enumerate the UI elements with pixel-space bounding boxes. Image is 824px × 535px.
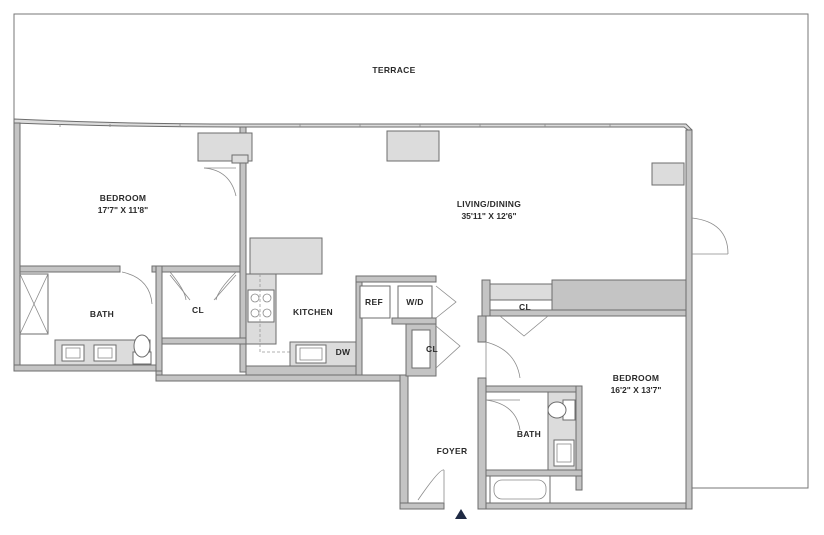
living-dining-dimensions: 35'11" X 12'6": [461, 211, 516, 221]
toilet-icon: [132, 334, 152, 365]
right-closet: [481, 279, 687, 337]
closet-mid-label: CL: [426, 344, 438, 354]
terrace-outline: [13, 13, 809, 489]
foyer-label: FOYER: [437, 446, 468, 456]
washer-dryer: [391, 285, 457, 325]
living-dining-label: LIVING/DINING: [457, 199, 521, 209]
closet-left-label: CL: [192, 305, 204, 315]
kitchen-label: KITCHEN: [293, 307, 333, 317]
stove-icon: [247, 289, 275, 323]
kitchen: [245, 237, 437, 376]
left-closet: [161, 271, 247, 345]
left-bedroom-walls: [19, 126, 685, 373]
terrace-label: TERRACE: [372, 65, 415, 75]
ref-label: REF: [365, 297, 383, 307]
bath-right-label: BATH: [517, 429, 541, 439]
bedroom-right-dimensions: 16'2" X 13'7": [611, 385, 662, 395]
middle-closet: [405, 323, 461, 377]
entry-arrow-icon: [455, 509, 467, 519]
bedroom-left-label: BEDROOM: [100, 193, 147, 203]
sink-icon: [295, 344, 327, 364]
bedroom-right-label: BEDROOM: [613, 373, 660, 383]
sink-icon: [61, 344, 85, 362]
sink-icon: [93, 344, 117, 362]
sink-icon: [553, 439, 575, 467]
left-bath: [19, 265, 163, 372]
bath-left-label: BATH: [90, 309, 114, 319]
bathtub-icon: [489, 475, 551, 504]
right-bath: [489, 391, 577, 504]
washer-dryer-label: W/D: [406, 297, 423, 307]
closet-right-label: CL: [519, 302, 531, 312]
dishwasher-label: DW: [336, 347, 351, 357]
terrace-door: [691, 217, 729, 255]
bedroom-left-dimensions: 17'7" X 11'8": [98, 205, 148, 215]
toilet-icon: [547, 399, 576, 421]
entry-door: [417, 469, 445, 503]
